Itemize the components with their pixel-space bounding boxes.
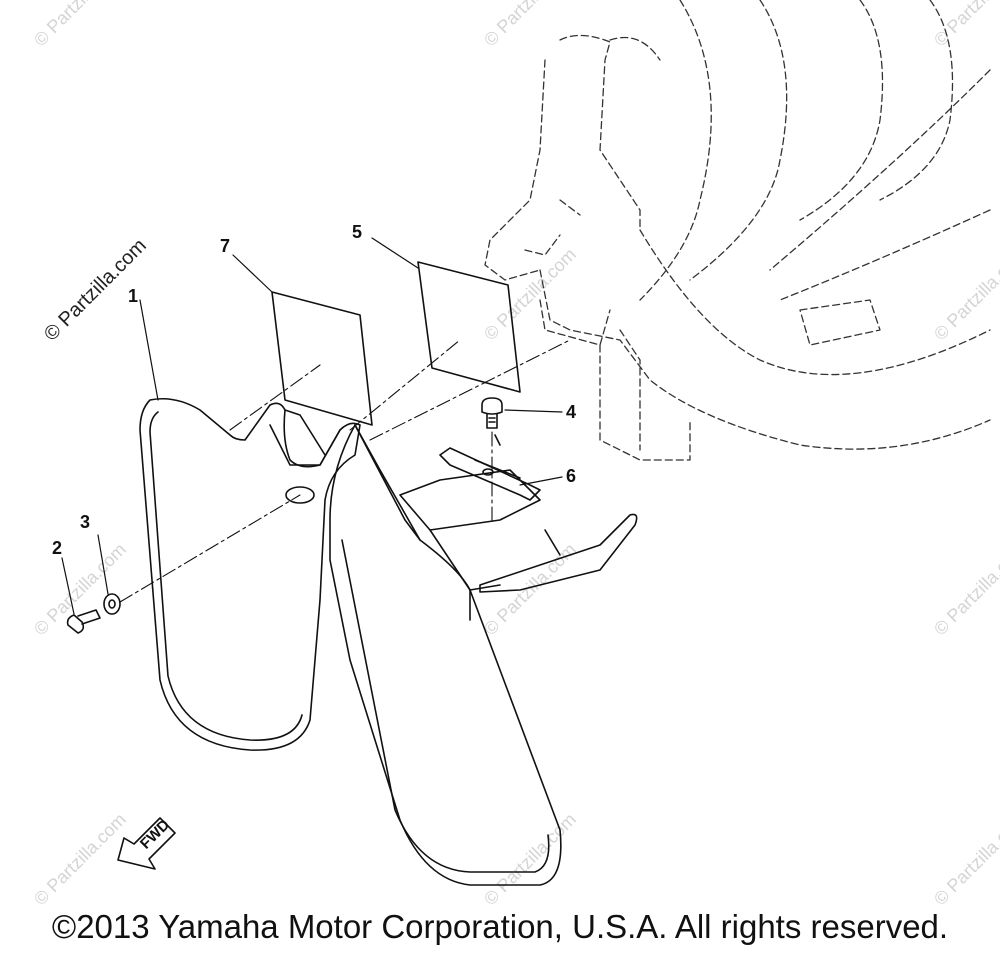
clamp-part-6 <box>439 434 541 501</box>
bolt-part-4 <box>481 397 503 429</box>
side-plate <box>329 424 562 886</box>
bracket-stay <box>399 469 638 621</box>
callout-7: 7 <box>220 236 231 256</box>
washer-part-3 <box>103 593 121 615</box>
callout-1: 1 <box>128 286 139 306</box>
label-part-7 <box>271 291 373 426</box>
callout-4: 4 <box>566 402 577 422</box>
fwd-arrow-icon <box>117 817 176 870</box>
callout-6: 6 <box>566 466 577 486</box>
leader-lines <box>61 237 563 615</box>
callout-2: 2 <box>52 538 63 558</box>
label-part-5 <box>417 261 521 393</box>
callout-5: 5 <box>352 222 363 242</box>
frame-outline <box>484 0 991 461</box>
center-lines <box>119 339 571 603</box>
copyright-notice: ©2013 Yamaha Motor Corporation, U.S.A. A… <box>51 908 949 945</box>
callout-3: 3 <box>80 512 91 532</box>
bolt-part-2 <box>66 609 101 634</box>
number-plate-front <box>139 397 361 751</box>
